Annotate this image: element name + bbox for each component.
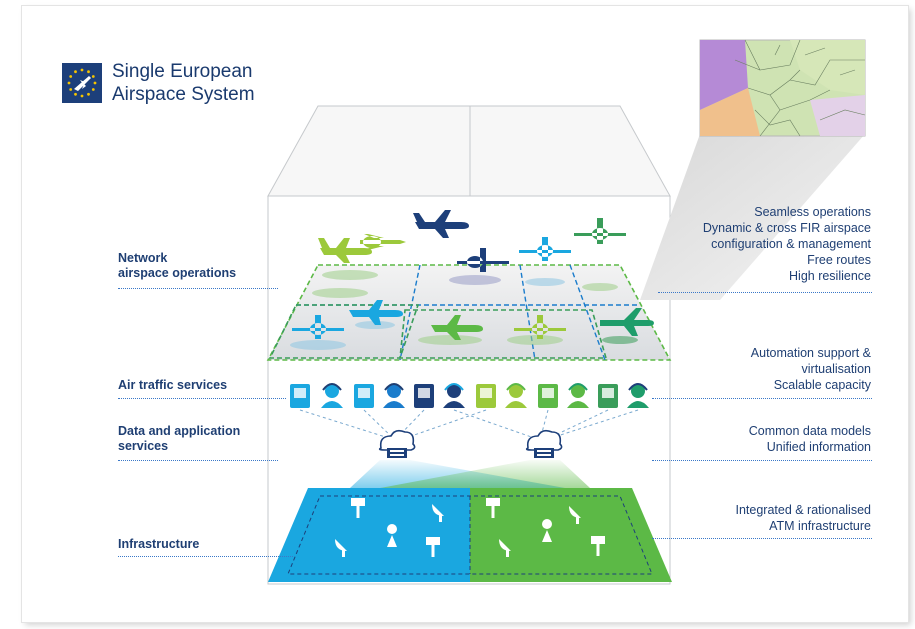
antenna-icon <box>486 498 500 518</box>
cloud-server-icon <box>525 429 563 458</box>
controller-workstation-icon <box>598 384 618 408</box>
airplane-icon <box>431 315 483 340</box>
airplane-icon <box>600 308 654 336</box>
controller-headset-icon <box>627 383 649 408</box>
network-right-leader-line <box>658 292 872 293</box>
infrastructure-label: Infrastructure <box>118 537 200 551</box>
airplane-icon <box>292 315 344 339</box>
antenna-icon <box>591 536 605 556</box>
satellite-dish-icon <box>432 504 444 522</box>
antenna-icon <box>351 498 365 518</box>
controller-workstation-icon <box>354 384 374 408</box>
radar-icon <box>387 524 397 547</box>
airplane-icon <box>457 248 509 272</box>
satellite-dish-icon <box>569 506 581 524</box>
cloud-server-icon <box>378 429 416 458</box>
controller-workstation-icon <box>476 384 496 408</box>
brand-title-line2: Airspace System <box>112 84 255 105</box>
controller-headset-icon <box>505 383 527 408</box>
infra-right-leader-line <box>652 538 872 539</box>
infra-leader-line <box>118 556 293 557</box>
network-leader-line <box>118 288 278 289</box>
air-traffic-services-label: Air traffic services <box>118 378 228 392</box>
network-grid-plane <box>266 264 672 361</box>
controller-workstation-icon <box>414 384 434 408</box>
airplane-icon <box>413 210 469 238</box>
radar-icon <box>542 519 552 542</box>
brand-header: Single European Airspace System <box>62 60 255 106</box>
controller-headset-icon <box>383 383 405 408</box>
airplane-icon <box>318 238 372 263</box>
antenna-icon <box>426 537 440 557</box>
controller-workstation-icon <box>538 384 558 408</box>
ats-right-leader-line <box>652 398 872 399</box>
airplane-icons <box>292 210 654 340</box>
ats-leader-line <box>118 398 286 399</box>
air-traffic-services-row <box>290 383 649 408</box>
airspace-map-inset <box>699 39 866 137</box>
airplane-icon <box>349 300 403 325</box>
eu-star-plane-logo-icon <box>62 63 102 103</box>
satellite-dish-icon <box>335 539 347 557</box>
ats-benefits-text: Automation support &virtualisation Scala… <box>750 346 871 392</box>
controller-workstation-icon <box>290 384 310 408</box>
data-leader-line <box>118 460 278 461</box>
satellite-dish-icon <box>499 539 511 557</box>
controller-headset-icon <box>321 383 343 408</box>
brand-title-line1: Single European <box>112 61 253 82</box>
infrastructure-floor <box>268 488 672 582</box>
callout-wedge <box>640 134 865 300</box>
data-right-leader-line <box>652 460 872 461</box>
data-beam-right <box>380 460 590 488</box>
airplane-icon <box>360 234 406 250</box>
controller-headset-icon <box>443 383 465 408</box>
airplane-icon <box>514 315 566 339</box>
airplane-icon <box>574 218 626 244</box>
airplane-icon <box>519 237 571 261</box>
controller-headset-icon <box>567 383 589 408</box>
